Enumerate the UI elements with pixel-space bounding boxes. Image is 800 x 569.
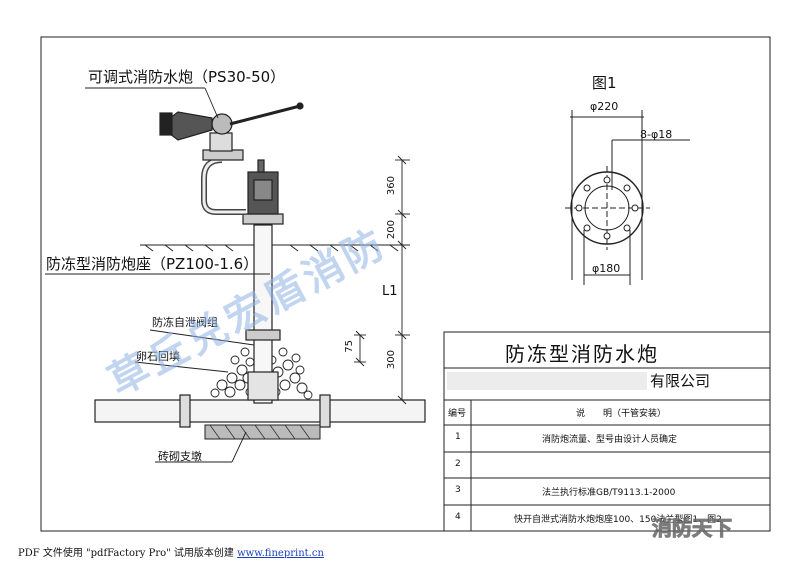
row-4-number: 4 — [455, 512, 461, 522]
dim-200: 200 — [386, 220, 397, 240]
footer-link[interactable]: www.fineprint.cn — [237, 548, 324, 559]
row-1-number: 1 — [455, 432, 461, 442]
drain-valve-label: 防冻自泄阀组 — [152, 316, 218, 329]
l1-dimension: L1 — [382, 284, 398, 299]
drawing-frame — [40, 36, 771, 532]
row-3-description: 法兰执行标准GB/T9113.1-2000 — [542, 488, 676, 498]
row-3-number: 3 — [455, 485, 461, 495]
company-redaction — [447, 372, 647, 390]
col-number-header: 编号 — [448, 409, 467, 419]
cannon-seat — [201, 149, 284, 225]
corner-watermark: 消防天下 — [652, 516, 733, 541]
water-cannon — [159, 102, 304, 152]
flange-d180: φ180 — [592, 262, 621, 275]
row-4-description: 快开自泄式消防水炮炮座100、150法兰型图1、图2 — [514, 515, 722, 525]
footer-text: PDF 文件使用 "pdfFactory Pro" 试用版本创建 — [18, 548, 234, 559]
brick-support-label: 砖砌支墩 — [158, 450, 202, 463]
dim-360: 360 — [386, 176, 397, 196]
cannon-label: 可调式消防水炮（PS30-50） — [88, 68, 286, 86]
flange-figure — [565, 110, 690, 285]
flange-figure-title: 图1 — [592, 74, 617, 92]
leader-lines — [45, 87, 270, 463]
gravel-label: 卵石回填 — [136, 350, 180, 363]
row-2-number: 2 — [455, 459, 461, 469]
dim-75: 75 — [344, 340, 355, 353]
drawing-title: 防冻型消防水炮 — [505, 342, 659, 366]
flange-holes: 8-φ18 — [640, 128, 673, 141]
brick-support — [204, 424, 321, 440]
seat-label: 防冻型消防炮座（PZ100-1.6） — [46, 255, 259, 273]
title-block-grid — [443, 331, 771, 532]
col-description-header: 说 明（干管安装） — [576, 409, 667, 419]
dimension-lines — [354, 155, 410, 405]
dim-300: 300 — [386, 350, 397, 370]
flange-d220: φ220 — [590, 100, 619, 113]
riser-pipe — [245, 224, 281, 404]
row-1-description: 消防炮流量、型号由设计人员确定 — [542, 435, 678, 445]
company-name: 有限公司 — [650, 372, 711, 390]
ground-line — [140, 244, 410, 252]
pdf-footer: PDF 文件使用 "pdfFactory Pro" 试用版本创建 www.fin… — [18, 544, 324, 559]
